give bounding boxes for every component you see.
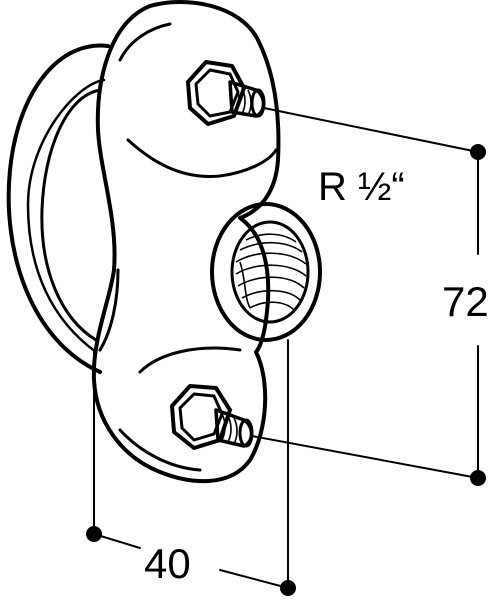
threaded-outlet bbox=[210, 202, 322, 342]
height-dimension-label: 72 bbox=[442, 278, 489, 325]
width-dimension-endpoint-right bbox=[280, 580, 296, 596]
thread-size-label: R ½“ bbox=[318, 165, 405, 209]
width-dimension bbox=[86, 339, 296, 596]
width-dimension-line-left bbox=[93, 533, 141, 549]
height-dimension-endpoint-bottom bbox=[470, 470, 486, 486]
upper-bolt-nut bbox=[186, 60, 266, 126]
height-dimension bbox=[251, 107, 486, 486]
width-dimension-label: 40 bbox=[144, 540, 191, 587]
width-dimension-line-right bbox=[219, 569, 289, 589]
width-dimension-endpoint-left bbox=[86, 526, 102, 542]
lower-bolt-nut bbox=[170, 384, 254, 450]
clamp-body bbox=[91, 0, 281, 484]
height-dimension-endpoint-top bbox=[470, 144, 486, 160]
pipe-ring bbox=[6, 43, 110, 374]
